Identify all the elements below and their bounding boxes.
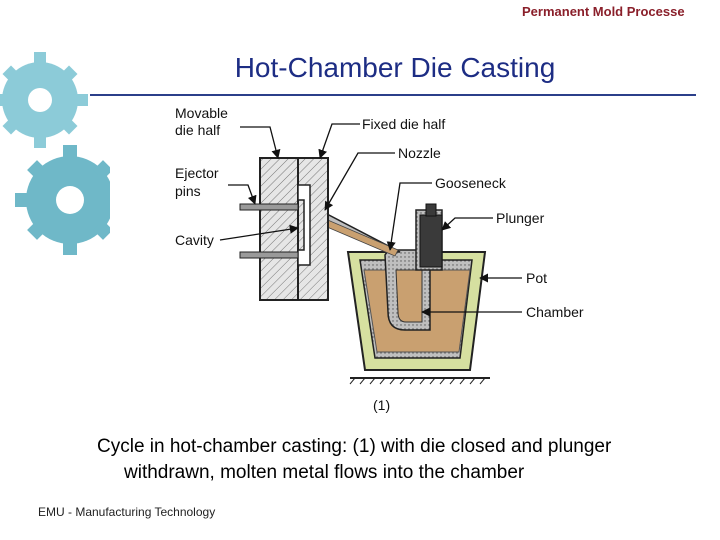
label-movable-die-half-1: Movable bbox=[175, 105, 228, 121]
label-fixed-die-half: Fixed die half bbox=[362, 116, 445, 132]
ground-hatching bbox=[349, 377, 486, 385]
ejector-pin-top bbox=[239, 203, 299, 211]
chamber bbox=[395, 269, 423, 323]
label-pot: Pot bbox=[526, 270, 547, 286]
gear-bottom-icon bbox=[15, 145, 110, 255]
leader-ejector bbox=[228, 184, 257, 205]
label-chamber: Chamber bbox=[526, 304, 584, 320]
leader-plunger bbox=[441, 217, 493, 231]
label-step-number: (1) bbox=[373, 397, 390, 413]
section-header: Permanent Mold Processe bbox=[522, 4, 685, 19]
cavity bbox=[297, 184, 311, 266]
footer-text: EMU - Manufacturing Technology bbox=[38, 505, 216, 519]
fixed-die-half bbox=[297, 157, 329, 301]
label-movable-die-half-2: die half bbox=[175, 122, 220, 138]
gooseneck-channel-inner bbox=[319, 217, 399, 257]
die-casting-diagram: Movable die half Fixed die half Nozzle E… bbox=[175, 105, 584, 413]
leader-fixed bbox=[318, 123, 360, 159]
leader-movable bbox=[240, 126, 281, 159]
caption-line-1: Cycle in hot‑chamber casting: (1) with d… bbox=[97, 436, 612, 457]
ejector-pin-bottom bbox=[239, 251, 299, 259]
label-ejector-pins-1: Ejector bbox=[175, 165, 219, 181]
leader-nozzle bbox=[324, 152, 395, 211]
label-ejector-pins-2: pins bbox=[175, 183, 201, 199]
leader-gooseneck bbox=[386, 182, 432, 251]
label-cavity: Cavity bbox=[175, 232, 214, 248]
plunger-rod bbox=[425, 203, 437, 217]
plunger bbox=[419, 214, 443, 268]
label-nozzle: Nozzle bbox=[398, 145, 441, 161]
gear-top-icon bbox=[0, 52, 88, 148]
figure-caption: Cycle in hot‑chamber casting: (1) with d… bbox=[97, 434, 697, 486]
gear-decoration-icon bbox=[0, 52, 110, 255]
slide-title: Hot-Chamber Die Casting bbox=[234, 52, 556, 83]
label-gooseneck: Gooseneck bbox=[435, 175, 507, 191]
caption-line-2: withdrawn, molten metal flows into the c… bbox=[124, 462, 525, 483]
title-divider bbox=[90, 94, 696, 96]
leader-cavity bbox=[219, 224, 299, 241]
label-plunger: Plunger bbox=[496, 210, 545, 226]
